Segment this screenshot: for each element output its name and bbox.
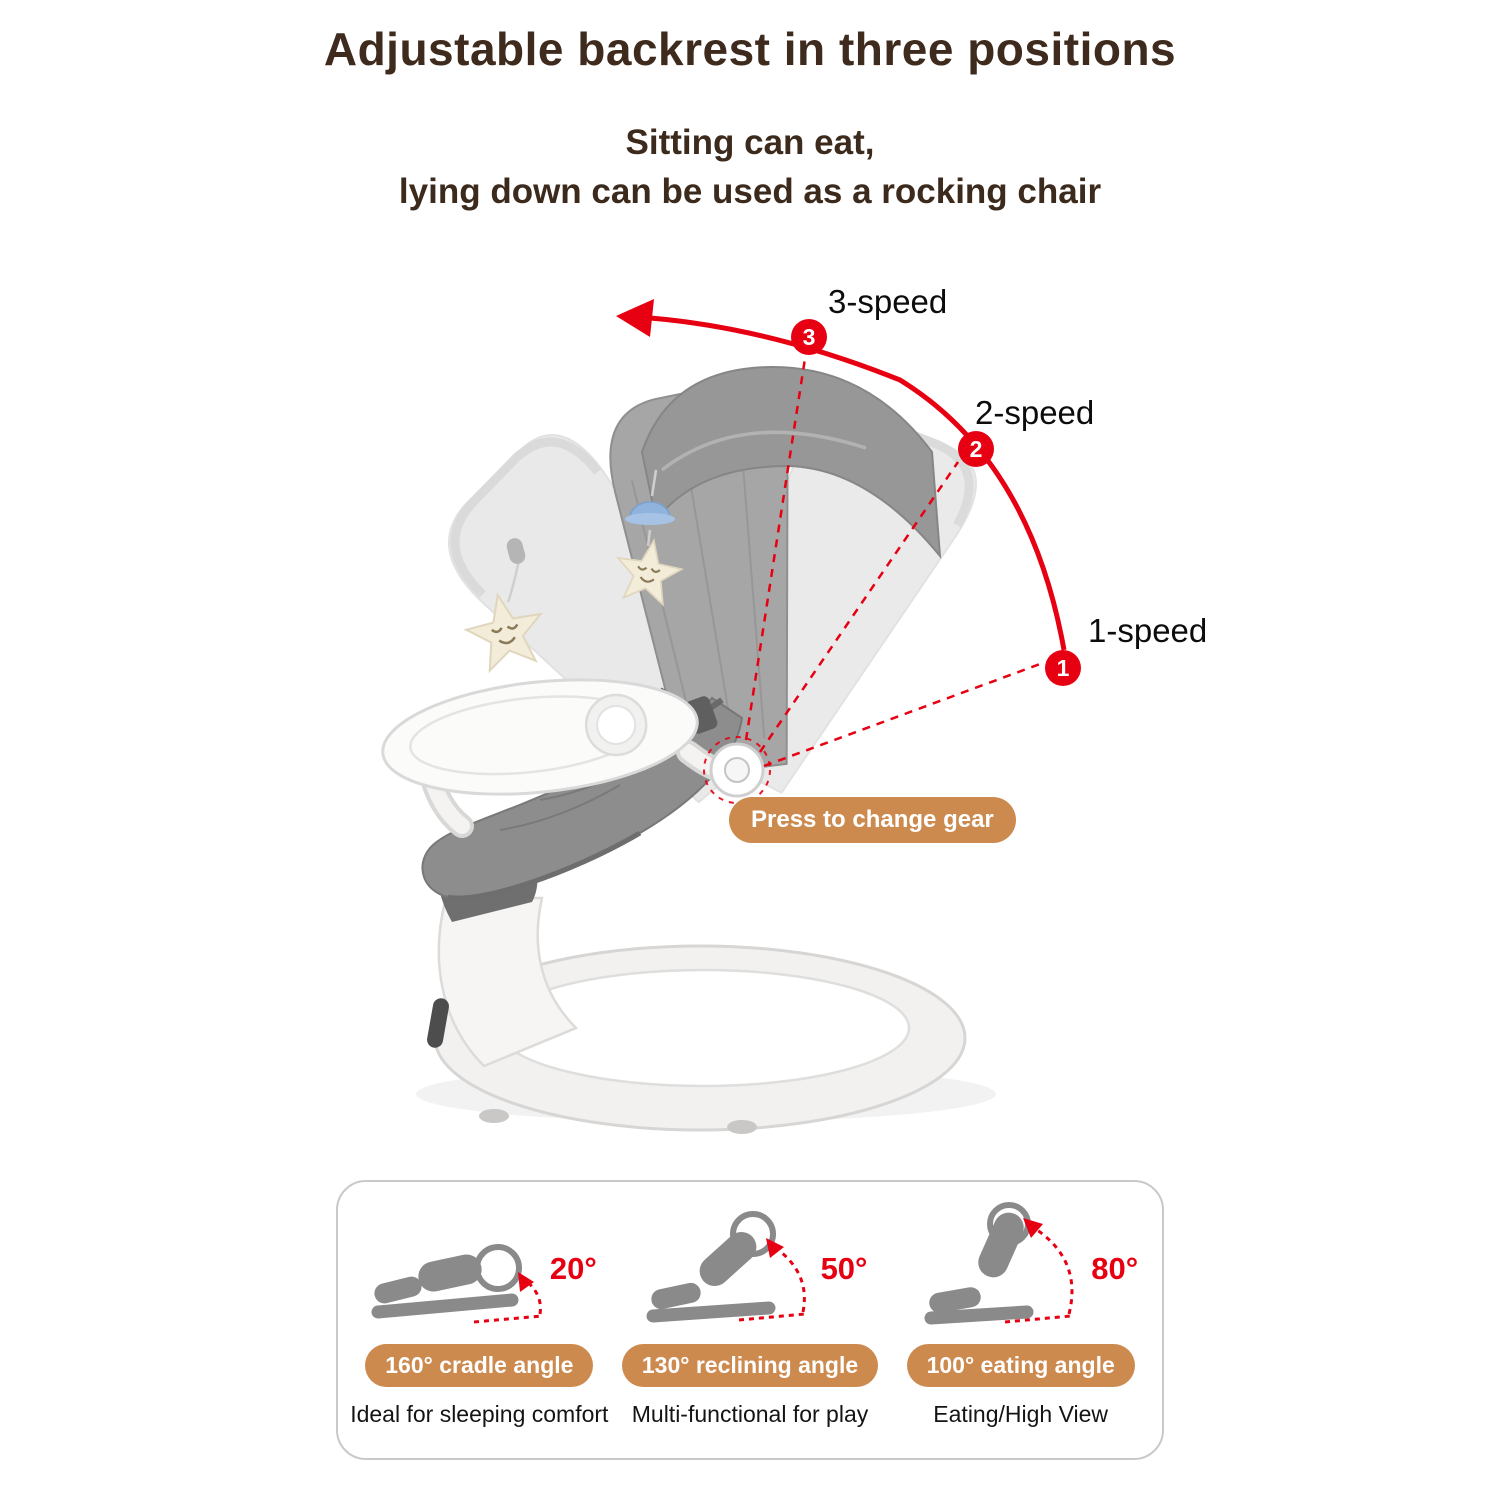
cradle-angle-badge: 160° cradle angle: [365, 1344, 594, 1387]
speed-2-label: 2-speed: [975, 394, 1095, 431]
angle-panel: 20° 160° cradle angle Ideal for sleeping…: [336, 1180, 1164, 1460]
cradle-angle-caption: Ideal for sleeping comfort: [350, 1401, 609, 1427]
star-toy-icon: [615, 538, 684, 607]
hanging-toys: [463, 469, 684, 674]
feeding-tray: [381, 678, 760, 838]
speed-3-label: 3-speed: [828, 283, 948, 320]
eating-angle-badge: 100° eating angle: [906, 1344, 1135, 1387]
baby-recline-upright-icon: [924, 1202, 1074, 1325]
angle-value: 50°: [820, 1251, 868, 1286]
subtitle-line-1: Sitting can eat,: [625, 123, 875, 162]
speed-arc: [616, 299, 1067, 651]
canopy: [640, 366, 942, 560]
angle-item-cradle: 20° 160° cradle angle Ideal for sleeping…: [344, 1200, 615, 1458]
speed-1-label: 1-speed: [1088, 612, 1208, 649]
recline-knob: [703, 736, 771, 804]
eating-angle-caption: Eating/High View: [933, 1401, 1109, 1427]
angle-value: 80°: [1091, 1251, 1139, 1286]
page-title: Adjustable backrest in three positions: [323, 23, 1177, 75]
angle-value: 20°: [549, 1251, 597, 1286]
arc-arrowhead-icon: [616, 299, 654, 337]
speed-1-badge: 1: [1045, 650, 1081, 686]
speed-3-badge: 3: [791, 319, 827, 355]
baby-recline-mid-icon: [646, 1211, 806, 1323]
press-to-change-gear-badge: Press to change gear: [729, 797, 1016, 843]
star-toy-icon: [463, 592, 544, 674]
reclining-angle-caption: Multi-functional for play: [631, 1401, 869, 1427]
subtitle: Sitting can eat, lying down can be used …: [0, 118, 1500, 216]
angle-item-reclining: 50° 130° reclining angle Multi-functiona…: [615, 1200, 886, 1458]
baby-recline-flat-icon: [371, 1244, 543, 1324]
reclining-angle-badge: 130° reclining angle: [621, 1344, 879, 1387]
position-guide-lines: [744, 351, 1041, 768]
speed-2-badge: 2: [958, 431, 994, 467]
angle-item-eating: 80° 100° eating angle Eating/High View: [885, 1200, 1156, 1458]
subtitle-line-2: lying down can be used as a rocking chai…: [398, 172, 1102, 211]
blue-hat-toy-icon: [625, 501, 675, 525]
